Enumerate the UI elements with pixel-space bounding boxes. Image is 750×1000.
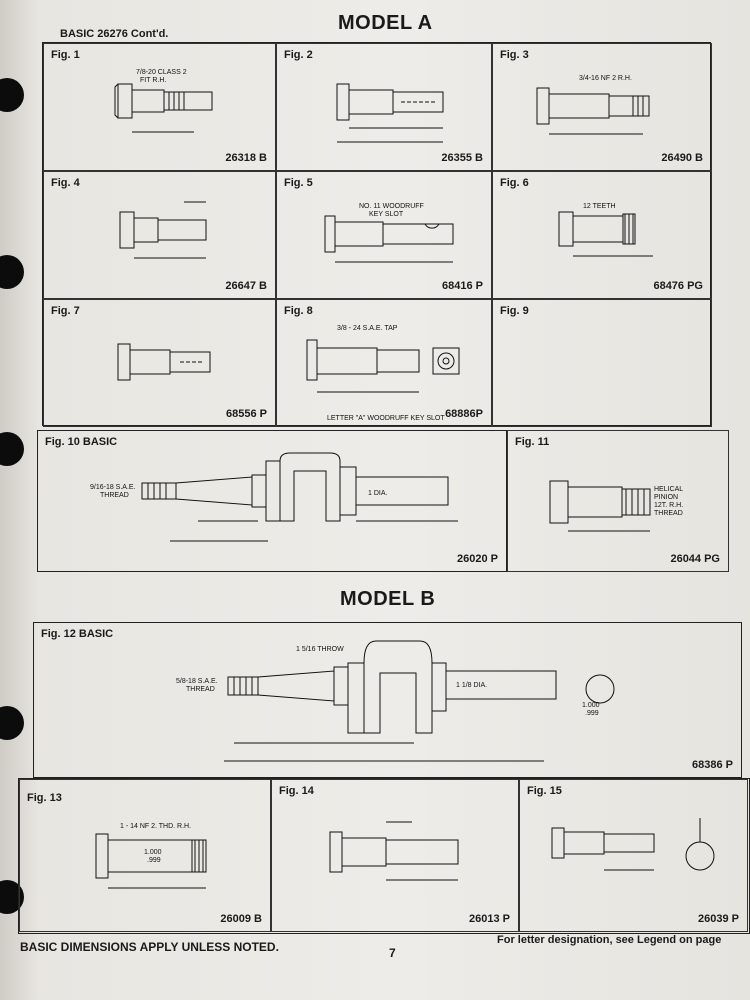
fig-5-note-slot: KEY SLOT xyxy=(369,211,404,218)
part-number: 68416 P xyxy=(442,280,483,292)
fig-10-note-dia: 1 DIA. xyxy=(368,490,388,497)
basic-label: BASIC 26276 Cont'd. xyxy=(60,28,169,40)
fig-label: Fig. 9 xyxy=(500,305,529,317)
fig-11-note-thread: THREAD xyxy=(654,510,683,517)
fig-10-drawing: 9/16-18 S.A.E. THREAD 1 DIA. xyxy=(90,452,458,542)
fig-15-drawing xyxy=(551,818,715,871)
fig-3-cell: Fig. 3 3/4-16 NF 2 R.H. 26490 B xyxy=(492,43,712,171)
fig-10-note-thread-2: THREAD xyxy=(100,492,129,499)
part-number: 26009 B xyxy=(220,913,262,925)
binder-hole xyxy=(0,78,24,112)
fig-8-cell: Fig. 8 3/8 - 24 S.A.E. TAP LETTER "A" WO… xyxy=(276,299,492,427)
model-a-grid: Fig. 1 7/8-20 CLASS 2 FIT R.H. 26318 B F… xyxy=(42,42,712,427)
fig-11-cell: Fig. 11 HELICAL PINION 12T. R.H. THREAD … xyxy=(507,430,729,572)
fig-1-note-thread: 7/8-20 CLASS 2 xyxy=(136,69,187,76)
fig-8-note-woodruff: LETTER "A" WOODRUFF KEY SLOT xyxy=(327,415,445,422)
fig-1-cell: Fig. 1 7/8-20 CLASS 2 FIT R.H. 26318 B xyxy=(43,43,276,171)
fig-1-note-fit: FIT R.H. xyxy=(140,77,166,84)
fig-label: Fig. 7 xyxy=(51,305,80,317)
fig-label: Fig. 6 xyxy=(500,177,529,189)
footer-note: BASIC DIMENSIONS APPLY UNLESS NOTED. xyxy=(20,940,279,954)
part-number: 26044 PG xyxy=(670,553,720,565)
fig-12-note-thread: 5/8-18 S.A.E. xyxy=(176,678,218,685)
part-number: 26020 P xyxy=(457,553,498,565)
part-number: 26318 B xyxy=(225,152,267,164)
fig-13-note-thread: 1 - 14 NF 2. THD. R.H. xyxy=(120,823,191,830)
fig-9-cell: Fig. 9 xyxy=(492,299,712,427)
binder-hole xyxy=(0,432,24,466)
fig-11-drawing: HELICAL PINION 12T. R.H. THREAD xyxy=(549,480,683,532)
fig-12-note-min: .999 xyxy=(585,710,599,717)
fig-12-drawing: 1 5/16 THROW 5/8-18 S.A.E. THREAD 1 1/8 … xyxy=(176,640,615,762)
fig-label: Fig. 5 xyxy=(284,177,313,189)
page-number: 7 xyxy=(389,946,396,960)
binder-hole xyxy=(0,255,24,289)
part-number: 68386 P xyxy=(692,759,733,771)
fig-10-cell: Fig. 10 BASIC 9/16-18 S.A.E. THREAD 1 DI… xyxy=(37,430,507,572)
fig-5-note-woodruff: NO. 11 WOODRUFF xyxy=(359,203,424,210)
fig-13-note-max: 1.000 xyxy=(144,849,162,856)
fig-6-note-teeth: 12 TEETH xyxy=(583,203,616,210)
fig-label: Fig. 3 xyxy=(500,49,529,61)
model-b-bottom-row: Fig. 13 1 - 14 NF 2. THD. R.H. 1.000 .99… xyxy=(18,778,750,934)
fig-12-cell: Fig. 12 BASIC 1 5/16 THROW 5/8-18 S.A.E.… xyxy=(33,622,742,778)
fig-13-drawing: 1 - 14 NF 2. THD. R.H. 1.000 .999 xyxy=(95,823,207,889)
fig-label: Fig. 14 xyxy=(279,785,314,797)
fig-2-drawing xyxy=(336,83,444,143)
part-number: 68556 P xyxy=(226,408,267,420)
model-a-title: MODEL A xyxy=(338,12,433,34)
fig-label: Fig. 4 xyxy=(51,177,80,189)
fig-8-note-tap: 3/8 - 24 S.A.E. TAP xyxy=(337,325,398,332)
fig-5-cell: Fig. 5 NO. 11 WOODRUFF KEY SLOT 68416 P xyxy=(276,171,492,299)
part-number: 26647 B xyxy=(225,280,267,292)
part-number: 26490 B xyxy=(661,152,703,164)
fig-label: Fig. 1 xyxy=(51,49,80,61)
fig-11-note-helical: HELICAL xyxy=(654,486,683,493)
part-number: 26039 P xyxy=(698,913,739,925)
fig-1-drawing: 7/8-20 CLASS 2 FIT R.H. xyxy=(114,69,213,133)
fig-3-note-thread: 3/4-16 NF 2 R.H. xyxy=(579,75,632,82)
part-number: 26355 B xyxy=(441,152,483,164)
fig-11-note-teeth: 12T. R.H. xyxy=(654,502,683,509)
fig-7-cell: Fig. 7 68556 P xyxy=(43,299,276,427)
fig-13-note-min: .999 xyxy=(147,857,161,864)
fig-4-drawing xyxy=(119,201,207,259)
fig-13-cell: Fig. 13 1 - 14 NF 2. THD. R.H. 1.000 .99… xyxy=(19,779,271,932)
fig-6-cell: Fig. 6 12 TEETH 68476 PG xyxy=(492,171,712,299)
binder-hole xyxy=(0,706,24,740)
model-b-title: MODEL B xyxy=(340,588,436,610)
fig-12-note-dia: 1 1/8 DIA. xyxy=(456,682,487,689)
fig-label: Fig. 15 xyxy=(527,785,562,797)
fig-4-cell: Fig. 4 26647 B xyxy=(43,171,276,299)
fig-11-note-pinion: PINION xyxy=(654,494,678,501)
fig-8-drawing: 3/8 - 24 S.A.E. TAP LETTER "A" WOODRUFF … xyxy=(306,325,460,422)
fig-3-drawing: 3/4-16 NF 2 R.H. xyxy=(536,75,650,135)
fig-14-drawing xyxy=(329,821,459,881)
part-number: 68476 PG xyxy=(653,280,703,292)
fig-label: Fig. 13 xyxy=(27,792,62,804)
part-number: 68886P xyxy=(445,408,483,420)
fig-label: Fig. 12 BASIC xyxy=(41,628,114,640)
fig-label: Fig. 10 BASIC xyxy=(45,436,118,448)
fig-5-drawing: NO. 11 WOODRUFF KEY SLOT xyxy=(324,203,454,263)
fig-12-note-thread-2: THREAD xyxy=(186,686,215,693)
part-number: 26013 P xyxy=(469,913,510,925)
footer-legend-note: For letter designation, see Legend on pa… xyxy=(497,934,722,946)
fig-10-note-thread: 9/16-18 S.A.E. xyxy=(90,484,136,491)
fig-12-note-max: 1.000 xyxy=(582,702,600,709)
fig-label: Fig. 2 xyxy=(284,49,313,61)
fig-label: Fig. 11 xyxy=(515,436,550,448)
fig-7-drawing xyxy=(117,343,211,381)
fig-12-note-throw: 1 5/16 THROW xyxy=(296,646,344,653)
fig-2-cell: Fig. 2 26355 B xyxy=(276,43,492,171)
fig-label: Fig. 8 xyxy=(284,305,313,317)
fig-15-cell: Fig. 15 26039 P xyxy=(519,779,748,932)
fig-14-cell: Fig. 14 26013 P xyxy=(271,779,519,932)
fig-6-drawing: 12 TEETH xyxy=(558,203,653,257)
